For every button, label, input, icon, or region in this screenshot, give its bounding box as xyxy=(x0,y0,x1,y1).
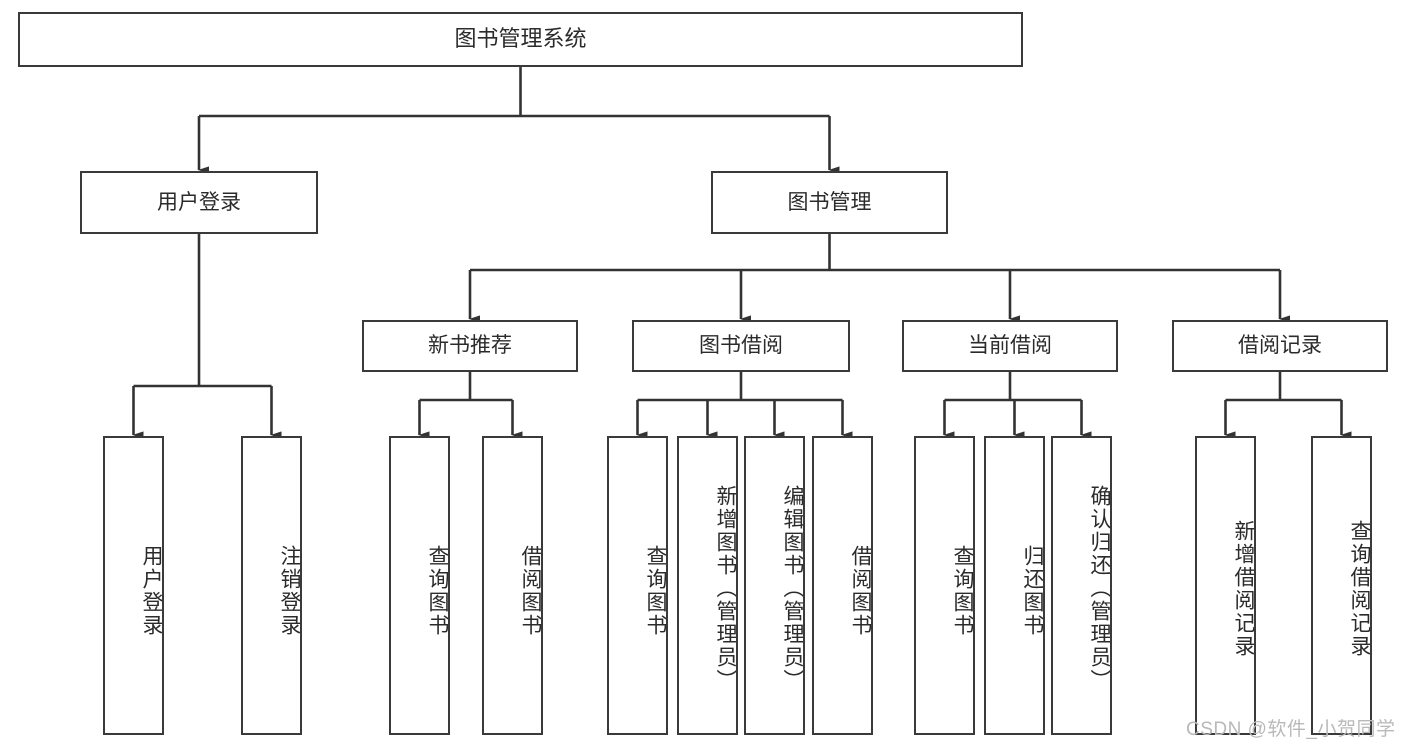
node-leaf-5[interactable]: 查询图书 xyxy=(607,436,668,735)
node-leaf-8[interactable]: 借阅图书 xyxy=(812,436,873,735)
node-root[interactable]: 图书管理系统 xyxy=(18,12,1023,67)
node-label: 图书借阅 xyxy=(699,334,783,358)
node-label: 用户登录 xyxy=(157,190,241,214)
node-label: 图书管理系统 xyxy=(454,26,587,52)
node-leaf-12[interactable]: 新增借阅记录 xyxy=(1195,436,1256,735)
node-leaf-4[interactable]: 借阅图书 xyxy=(482,436,543,735)
node-borrow-record[interactable]: 借阅记录 xyxy=(1172,320,1388,372)
node-label: 用户登录 xyxy=(140,544,163,637)
node-label: 查询图书 xyxy=(426,544,449,637)
node-label: 确认归还（管理员） xyxy=(1088,485,1111,692)
node-current-borrow[interactable]: 当前借阅 xyxy=(902,320,1118,372)
node-label: 编辑图书（管理员） xyxy=(781,485,804,692)
node-leaf-13[interactable]: 查询借阅记录 xyxy=(1311,436,1372,735)
node-leaf-9[interactable]: 查询图书 xyxy=(914,436,975,735)
node-label: 借阅图书 xyxy=(849,544,872,637)
watermark: CSDN @软件_小贺同学 xyxy=(1186,719,1396,740)
node-user-login[interactable]: 用户登录 xyxy=(80,171,318,234)
node-label: 当前借阅 xyxy=(968,334,1052,358)
node-label: 新增图书（管理员） xyxy=(714,485,737,692)
node-label: 归还图书 xyxy=(1021,544,1044,637)
node-label: 借阅记录 xyxy=(1238,334,1322,358)
node-label: 图书管理 xyxy=(787,190,872,214)
node-label: 注销登录 xyxy=(278,544,301,637)
node-label: 查询图书 xyxy=(644,544,667,637)
node-label: 新书推荐 xyxy=(428,334,512,358)
node-leaf-3[interactable]: 查询图书 xyxy=(389,436,450,735)
node-label: 新增借阅记录 xyxy=(1232,519,1255,658)
node-new-book-rec[interactable]: 新书推荐 xyxy=(362,320,578,372)
node-label: 查询借阅记录 xyxy=(1348,519,1371,658)
node-leaf-7[interactable]: 编辑图书（管理员） xyxy=(744,436,805,735)
node-leaf-11[interactable]: 确认归还（管理员） xyxy=(1051,436,1112,735)
node-book-borrow[interactable]: 图书借阅 xyxy=(632,320,850,372)
node-leaf-6[interactable]: 新增图书（管理员） xyxy=(677,436,738,735)
node-label: 查询图书 xyxy=(951,544,974,637)
node-label: 借阅图书 xyxy=(519,544,542,637)
node-book-mgmt[interactable]: 图书管理 xyxy=(711,171,948,234)
node-leaf-2[interactable]: 注销登录 xyxy=(241,436,302,735)
node-leaf-10[interactable]: 归还图书 xyxy=(984,436,1045,735)
node-leaf-1[interactable]: 用户登录 xyxy=(103,436,164,735)
